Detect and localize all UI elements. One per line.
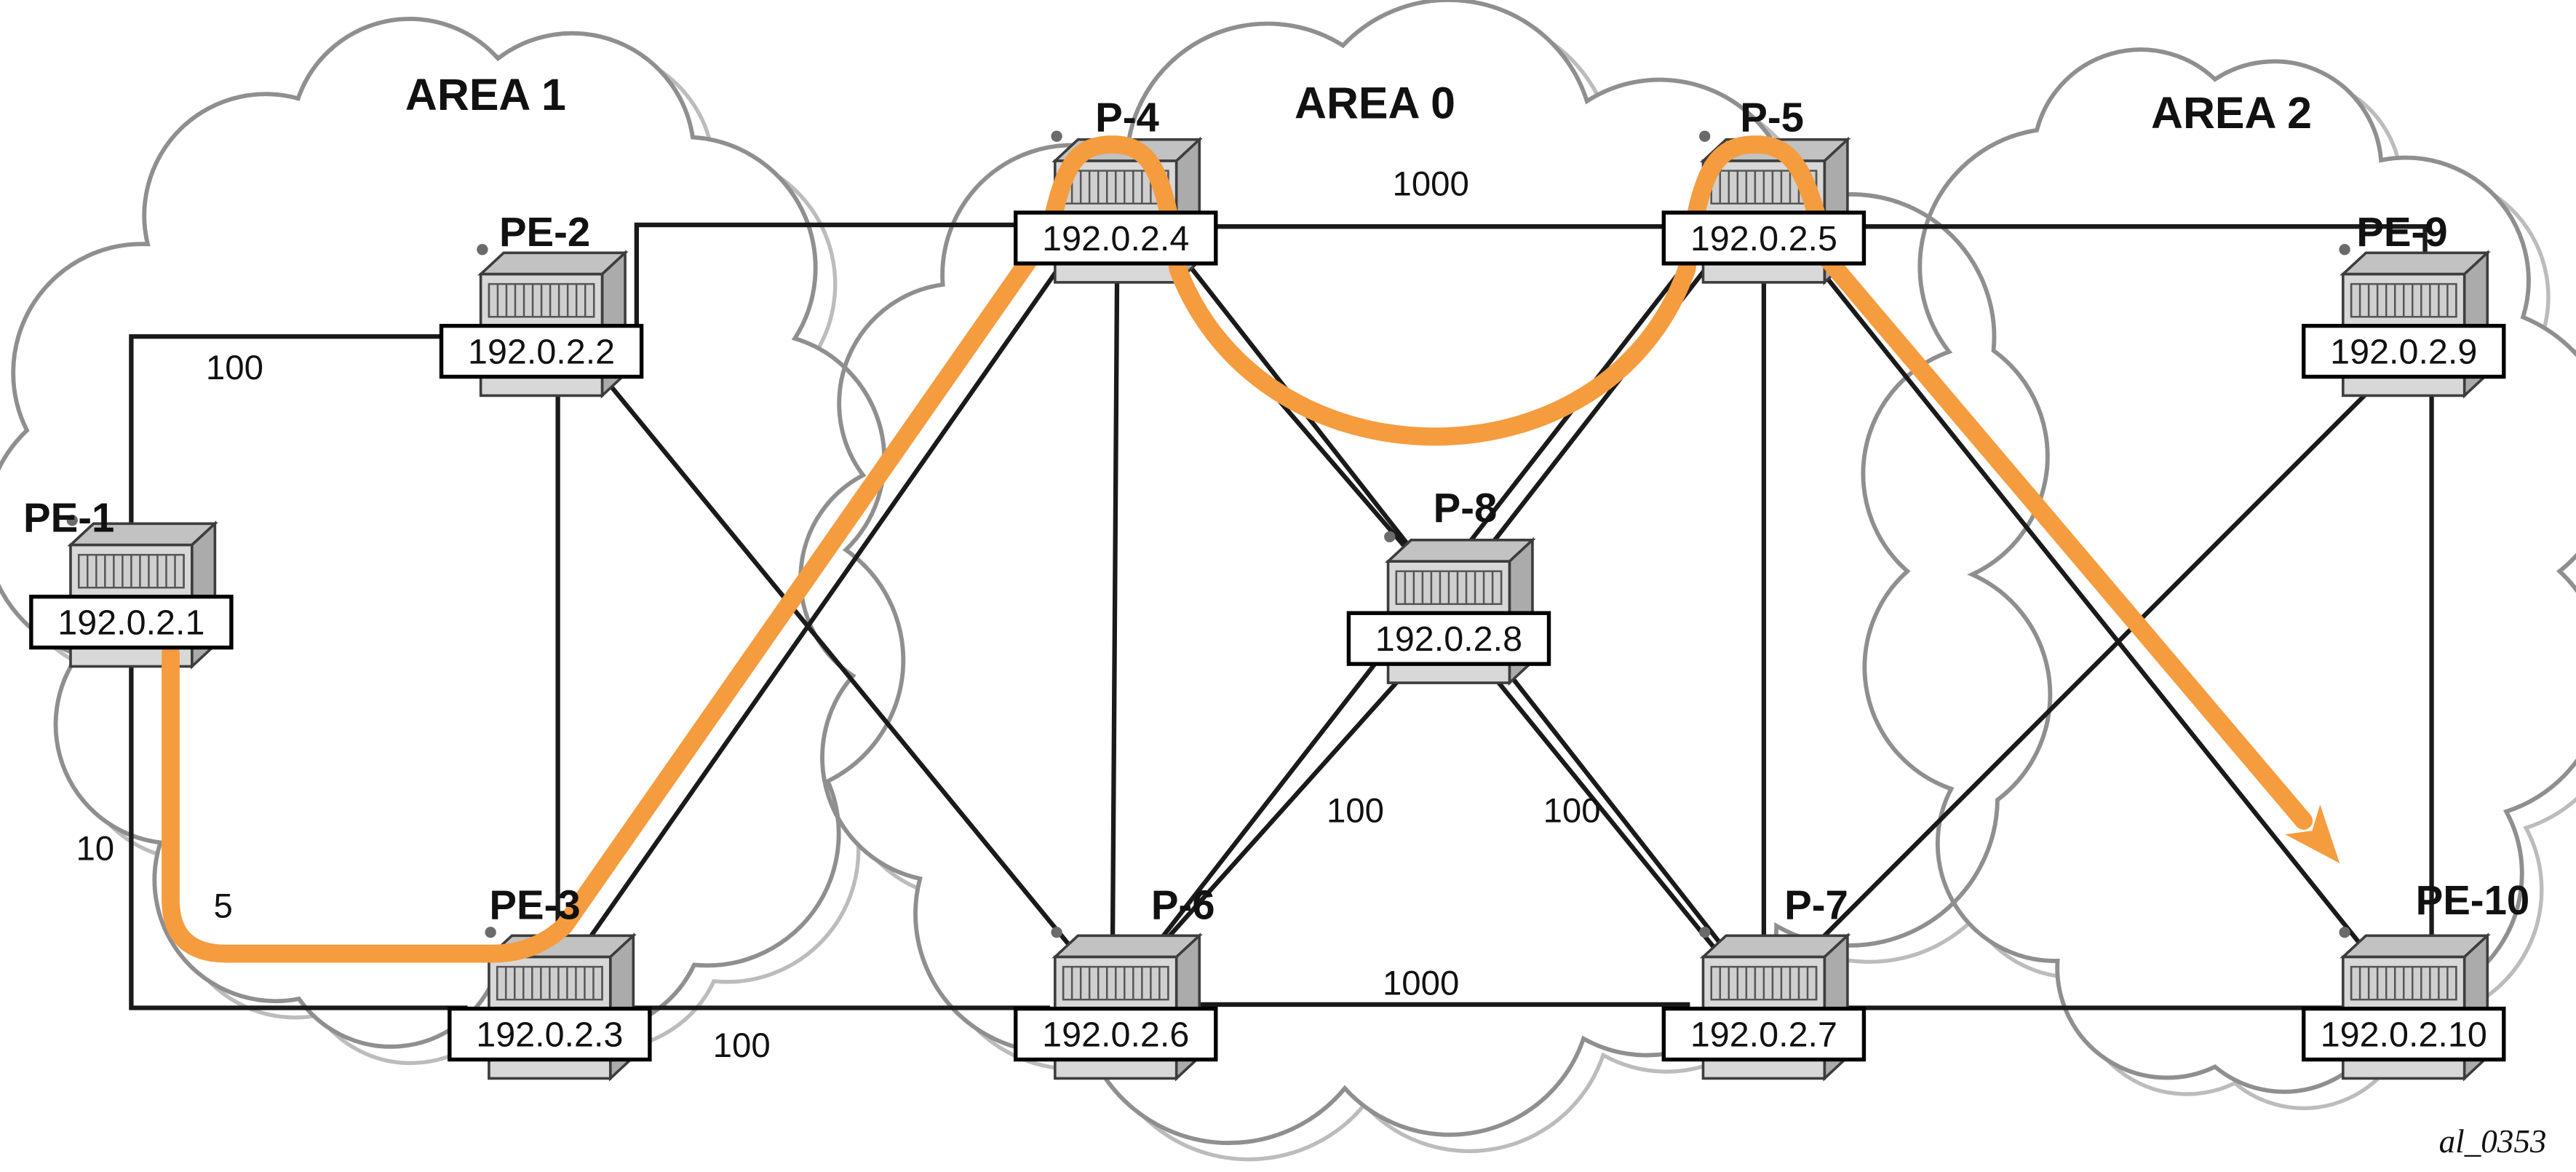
ip-address-p5: 192.0.2.5 [1690,219,1837,258]
ip-address-p4: 192.0.2.4 [1042,219,1189,258]
router-led-dot [66,515,78,526]
ip-box-frame [1661,1006,1867,1062]
ip-box-p6: 192.0.2.6 [1014,1006,1218,1062]
link-p4-p6 [1110,229,1120,972]
ip-box-frame [1014,210,1218,266]
router-led-dot [477,244,488,256]
ip-box-frame [29,594,234,650]
router-top-face [1699,934,1851,959]
ip-box-pe9: 192.0.2.9 [2302,323,2506,379]
ip-address-p6: 192.0.2.6 [1042,1015,1189,1054]
link-p8-p7 [1471,650,1733,970]
cost-pe1-pe2: 100 [206,349,263,387]
router-top-face [2340,934,2491,959]
router-top-face [2340,251,2491,276]
ip-boxes: 192.0.2.1 192.0.2.2 192.0.2.3 192.0.2.4 192.… [29,210,2506,1062]
ip-box-p5: 192.0.2.5 [1661,210,1867,266]
link-p5-p8 [1458,228,1738,586]
cloud-fill-area1 [0,18,904,1047]
traffic-path [162,135,2340,963]
router-led-dot [1699,927,1711,938]
ip-box-p7: 192.0.2.7 [1661,1006,1867,1062]
cost-label-0: 5 [213,887,232,925]
cost-p4-p5: 1000 [1393,165,1469,203]
cost-pe3-p6: 100 [713,1026,771,1065]
router-name-pe2: PE-2 [499,209,590,255]
router-top-face [1052,934,1203,959]
router-name-pe3: PE-3 [489,882,580,928]
ip-address-p8: 192.0.2.8 [1375,619,1522,659]
ip-box-frame [2302,1006,2506,1062]
area-label-2: AREA 2 [2151,88,2312,138]
router-name-p6: P-6 [1151,882,1215,928]
ip-box-frame [448,1006,652,1062]
router-name-pe9: PE-9 [2356,209,2447,255]
ip-address-pe3: 192.0.2.3 [476,1015,623,1054]
link-p8-p6 [1138,650,1426,970]
cost-pe1-pe3: 10 [76,830,114,868]
ip-box-pe10: 192.0.2.10 [2302,1006,2506,1062]
link-pe3-p4 [564,204,1105,973]
ip-box-frame [1014,1006,1218,1062]
router-led-dot [2339,927,2350,938]
router-led-dot [2339,244,2350,256]
router-led-dot [1051,927,1062,938]
link-pe2-p6 [602,376,1093,973]
ip-box-frame [1661,210,1867,266]
router-name-pe10: PE-10 [2416,877,2530,923]
ip-box-pe1: 192.0.2.1 [29,594,234,650]
figure-id: al_0353 [2439,1123,2547,1160]
ip-box-p4: 192.0.2.4 [1014,210,1218,266]
link-pe1-pe3 [129,623,468,1010]
router-name-p8: P-8 [1434,485,1498,531]
link-pe2-p4 [634,222,1051,338]
ip-box-frame [1346,611,1551,666]
labels: PE-1 PE-2PE-3 P-4 P-5P-6 P-7 P-8 PE-9PE-10 AREA… [23,70,2529,928]
router-name-pe1: PE-1 [23,495,114,541]
traffic-path-pe1-to-pe10 [162,135,2340,963]
ip-box-pe3: 192.0.2.3 [448,1006,652,1062]
ip-address-pe9: 192.0.2.9 [2330,332,2477,371]
ip-box-pe2: 192.0.2.2 [439,323,644,379]
ip-address-p7: 192.0.2.7 [1690,1015,1837,1054]
ip-address-pe10: 192.0.2.10 [2321,1015,2487,1054]
router-name-p4: P-4 [1095,94,1159,140]
link-costs: 100 10 100 1000 1000 100 100 5 [76,165,1600,1065]
network-links [129,204,2434,1010]
cost-p6-p7: 1000 [1383,964,1459,1002]
cloud-outline-area1 [0,17,906,1049]
router-led-dot [1051,130,1062,142]
router-top-face [477,251,629,276]
area-label-0: AREA 1 [405,70,566,119]
router-top-face [1384,539,1536,563]
link-p7-pe9 [1786,376,2385,974]
router-led-dot [1699,130,1711,142]
link-p5-pe10 [1786,228,2385,973]
ip-box-frame [439,323,644,379]
cost-p8-p6: 100 [1327,792,1384,831]
ip-box-frame [2302,323,2506,379]
router-led-dot [1384,531,1396,543]
router-led-dot [485,927,496,938]
area-label-1: AREA 0 [1295,78,1455,127]
router-name-p5: P-5 [1740,94,1804,140]
cost-p8-p7: 100 [1543,792,1601,831]
ip-address-pe1: 192.0.2.1 [57,603,204,643]
ip-address-pe2: 192.0.2.2 [468,332,615,371]
router-name-p7: P-7 [1784,882,1848,928]
ip-box-p8: 192.0.2.8 [1346,611,1551,666]
